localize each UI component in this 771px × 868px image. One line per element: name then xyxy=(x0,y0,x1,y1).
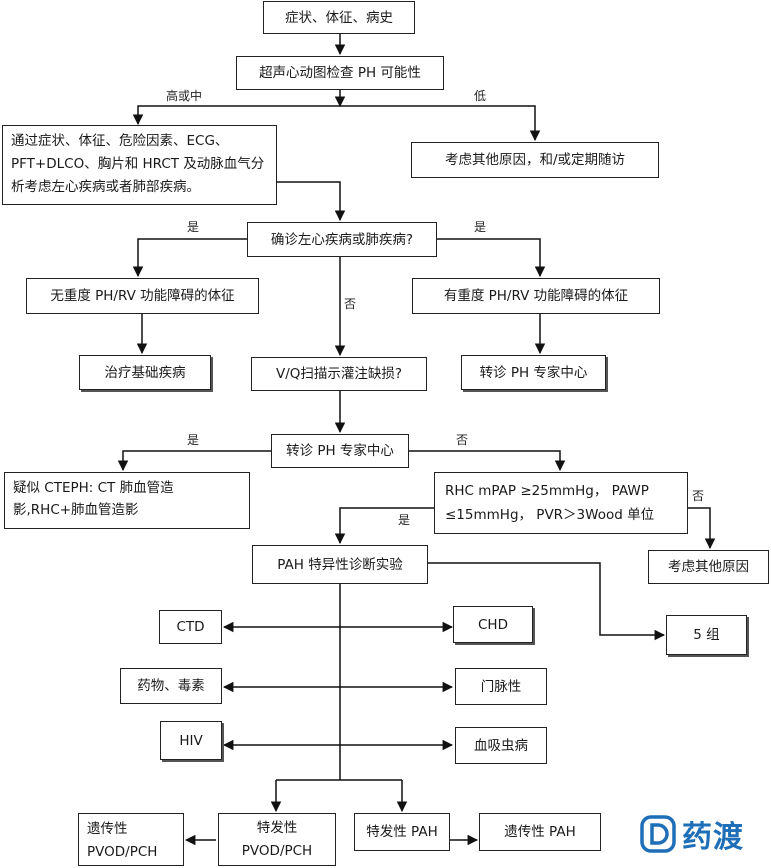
node-refer-center-text: 转诊 PH 专家中心 xyxy=(286,443,394,459)
node-ctd: CTD xyxy=(159,610,222,644)
node-refer-center: 转诊 PH 专家中心 xyxy=(271,434,409,468)
node-confirm: 确诊左心疾病或肺疾病? xyxy=(247,222,437,257)
node-echo-text: 超声心动图检查 PH 可能性 xyxy=(259,65,421,81)
node-group5-text: 5 组 xyxy=(693,627,720,643)
label-yes-rhc: 是 xyxy=(398,513,411,527)
node-evaluate-text: 通过症状、体征、危险因素、ECG、PFT+DLCO、胸片和 HRCT 及动脉血气… xyxy=(11,133,265,195)
edge-split-left xyxy=(132,105,340,126)
node-hered-pah: 遗传性 PAH xyxy=(479,813,601,851)
edge-pah-group5 xyxy=(428,562,666,641)
node-drugs-text: 药物、毒素 xyxy=(137,678,205,694)
node-drugs: 药物、毒素 xyxy=(120,668,222,704)
label-no-vq-right: 否 xyxy=(456,433,469,447)
node-hered-pah-text: 遗传性 PAH xyxy=(504,824,576,840)
node-idio-pah-text: 特发性 PAH xyxy=(366,824,438,840)
edge-evaluate-confirm xyxy=(277,181,346,222)
node-treat-basic: 治疗基础疾病 xyxy=(79,355,211,390)
node-other-followup-text: 考虑其他原因，和/或定期随访 xyxy=(444,152,626,168)
node-rhc: RHC mPAP ≥25mmHg， PAWP ≤15mmHg， PVR＞3Woo… xyxy=(434,472,688,534)
node-idio-pah: 特发性 PAH xyxy=(354,813,450,851)
edge-refer-rhc xyxy=(409,450,566,472)
label-no-rhc: 否 xyxy=(692,489,705,503)
logo-text: 药渡 xyxy=(682,820,744,855)
label-high-mid: 高或中 xyxy=(166,89,203,103)
node-other-cause-text: 考虑其他原因 xyxy=(668,559,749,575)
label-yes-vq: 是 xyxy=(187,433,200,447)
node-vq-text: V/Q扫描示灌注缺损? xyxy=(275,366,403,382)
node-idio-pvod-text: 特发性 PVOD/PCH xyxy=(241,819,313,859)
node-treat-basic-text: 治疗基础疾病 xyxy=(104,364,186,381)
yaodu-logo: 药渡 xyxy=(640,812,744,856)
node-portal: 门脉性 xyxy=(455,668,547,705)
edge-confirm-left xyxy=(132,238,247,278)
node-cteph: 疑似 CTEPH: CT 肺血管造影,RHC+肺血管造影 xyxy=(4,472,250,529)
node-refer-right-text: 转诊 PH 专家中心 xyxy=(479,364,588,381)
label-no-vq: 否 xyxy=(344,297,357,311)
label-yes-left: 是 xyxy=(187,220,200,234)
label-low: 低 xyxy=(474,89,487,103)
edge-rhc-pah xyxy=(334,507,434,545)
node-hiv-text: HIV xyxy=(179,732,203,749)
node-severe: 有重度 PH/RV 功能障碍的体征 xyxy=(412,278,660,314)
node-no-severe: 无重度 PH/RV 功能障碍的体征 xyxy=(26,278,259,314)
node-severe-text: 有重度 PH/RV 功能障碍的体征 xyxy=(443,288,629,304)
node-confirm-text: 确诊左心疾病或肺疾病? xyxy=(270,231,414,248)
node-ctd-text: CTD xyxy=(176,619,205,635)
node-group5: 5 组 xyxy=(666,615,747,655)
node-symptoms: 症状、体征、病史 xyxy=(263,1,415,34)
node-rhc-text: RHC mPAP ≥25mmHg， PAWP ≤15mmHg， PVR＞3Woo… xyxy=(445,483,655,523)
edge-confirm-right xyxy=(437,238,546,278)
node-echo: 超声心动图检查 PH 可能性 xyxy=(236,56,444,90)
node-portal-text: 门脉性 xyxy=(480,678,522,695)
node-pah-test: PAH 特异性诊断实验 xyxy=(252,545,428,584)
node-cteph-text: 疑似 CTEPH: CT 肺血管造影,RHC+肺血管造影 xyxy=(13,480,174,518)
node-symptoms-text: 症状、体征、病史 xyxy=(285,9,393,26)
node-refer-right: 转诊 PH 专家中心 xyxy=(461,355,606,390)
node-other-followup: 考虑其他原因，和/或定期随访 xyxy=(411,142,659,178)
yaodu-logo-icon xyxy=(640,815,676,853)
node-evaluate: 通过症状、体征、危险因素、ECG、PFT+DLCO、胸片和 HRCT 及动脉血气… xyxy=(2,125,277,205)
node-no-severe-text: 无重度 PH/RV 功能障碍的体征 xyxy=(50,288,235,304)
edge-rhc-other xyxy=(688,507,716,550)
edge-refer-cteph xyxy=(117,450,271,472)
node-vq: V/Q扫描示灌注缺损? xyxy=(251,357,427,391)
label-yes-right: 是 xyxy=(474,220,487,234)
node-chd: CHD xyxy=(453,606,533,643)
node-hered-pvod-text: 遗传性 PVOD/PCH xyxy=(87,821,158,860)
node-idio-pvod: 特发性 PVOD/PCH xyxy=(218,813,336,866)
node-hered-pvod: 遗传性 PVOD/PCH xyxy=(78,813,184,866)
node-chd-text: CHD xyxy=(478,616,508,633)
edge-split-right xyxy=(340,105,541,142)
node-other-cause: 考虑其他原因 xyxy=(648,550,769,584)
node-hiv: HIV xyxy=(160,721,222,760)
node-schisto-text: 血吸虫病 xyxy=(474,737,528,754)
node-pah-test-text: PAH 特异性诊断实验 xyxy=(277,556,403,573)
node-schisto: 血吸虫病 xyxy=(455,727,547,764)
